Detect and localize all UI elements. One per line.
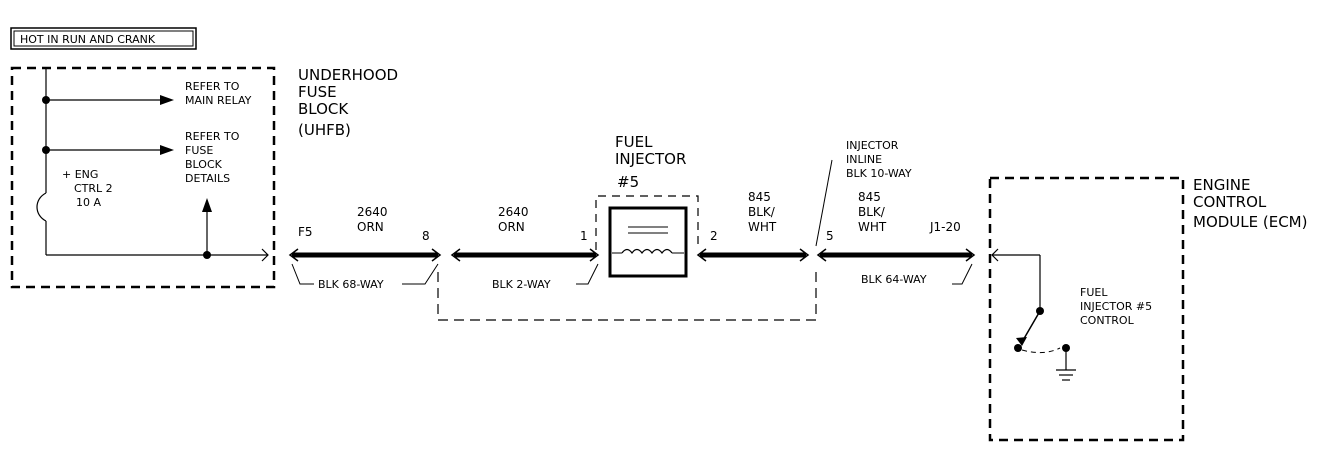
injector-body (608, 206, 688, 278)
inline-title-2: INLINE (846, 153, 882, 166)
w1-gauge: 2640 (357, 205, 388, 219)
fuse-block-title-4: (UHFB) (298, 121, 351, 139)
c1-right-terminal (431, 248, 442, 262)
c4-right-pin: J1-20 (929, 220, 961, 234)
fuse-block-title-2: FUSE (298, 83, 337, 101)
refer-fuse-block-4: DETAILS (185, 172, 230, 185)
c3-left-terminal (696, 248, 707, 262)
w4-color: BLK/ (858, 205, 886, 219)
injector-title-3: #5 (617, 173, 639, 191)
w2-gauge: 2640 (498, 205, 529, 219)
fuse-label-1: + ENG (62, 168, 98, 181)
fuse-label-2: CTRL 2 (74, 182, 113, 195)
fuse-arrow (160, 145, 174, 155)
switch-blade (1021, 310, 1041, 343)
inline-leader (815, 159, 833, 247)
fuse-block-title-3: BLOCK (298, 100, 349, 118)
injector-title-2: INJECTOR (615, 150, 686, 168)
fuse-block-terminal (261, 248, 269, 262)
c1-leader-left (291, 263, 314, 285)
c1-leader-right (402, 263, 439, 285)
refer-main-relay-1: REFER TO (185, 80, 240, 93)
c4-leader (952, 263, 973, 285)
c2-right-pin: 1 (580, 229, 588, 243)
fuse-symbol (36, 192, 47, 222)
ecm-control-3: CONTROL (1080, 314, 1135, 327)
details-arrow (202, 198, 212, 212)
injector-title-1: FUEL (615, 133, 653, 151)
w4-color-2: WHT (858, 220, 887, 234)
ecm-title-2: CONTROL (1193, 193, 1267, 211)
relay-arrow (160, 95, 174, 105)
w3-gauge: 845 (748, 190, 771, 204)
c2-right-terminal (589, 248, 600, 262)
refer-fuse-block-2: FUSE (185, 144, 213, 157)
injector-coil (621, 248, 673, 255)
c3-left-pin: 2 (710, 229, 718, 243)
ecm-frame (988, 176, 1185, 442)
refer-fuse-block-3: BLOCK (185, 158, 223, 171)
c1-right-pin: 8 (422, 229, 430, 243)
c2-leader (576, 263, 599, 285)
w3-color-2: WHT (748, 220, 777, 234)
w2-color: ORN (498, 220, 525, 234)
c2-label: BLK 2-WAY (492, 278, 551, 291)
inline-title-1: INJECTOR (846, 139, 899, 152)
c4-label: BLK 64-WAY (861, 273, 927, 286)
header-box-label: HOT IN RUN AND CRANK (20, 33, 156, 46)
c3-right-pin: 5 (826, 229, 834, 243)
c1-left-terminal (288, 248, 299, 262)
switch-contact-left (1014, 344, 1022, 352)
w4-gauge: 845 (858, 190, 881, 204)
c4-left-terminal (816, 248, 827, 262)
injector-frame (595, 195, 699, 250)
c2-left-terminal (450, 248, 461, 262)
header-box-inner (13, 30, 194, 47)
c4-right-terminal (965, 248, 976, 262)
ecm-control-2: INJECTOR #5 (1080, 300, 1152, 313)
refer-main-relay-2: MAIN RELAY (185, 94, 252, 107)
switch-dashed-link (1021, 347, 1061, 354)
c1-label: BLK 68-WAY (318, 278, 384, 291)
ecm-control-1: FUEL (1080, 286, 1108, 299)
inline-title-3: BLK 10-WAY (846, 167, 912, 180)
fuse-label-3: 10 A (76, 196, 101, 209)
c3-right-terminal (799, 248, 810, 262)
inline-dashed-path (437, 272, 817, 321)
ecm-title-1: ENGINE (1193, 176, 1250, 194)
switch-arrow (1016, 337, 1027, 346)
w1-color: ORN (357, 220, 384, 234)
refer-fuse-block-1: REFER TO (185, 130, 240, 143)
header-box-frame (10, 27, 197, 50)
fuse-block-title-1: UNDERHOOD (298, 66, 398, 84)
ecm-title-3: MODULE (ECM) (1193, 213, 1307, 231)
c1-left-pin: F5 (298, 225, 313, 239)
w3-color: BLK/ (748, 205, 776, 219)
